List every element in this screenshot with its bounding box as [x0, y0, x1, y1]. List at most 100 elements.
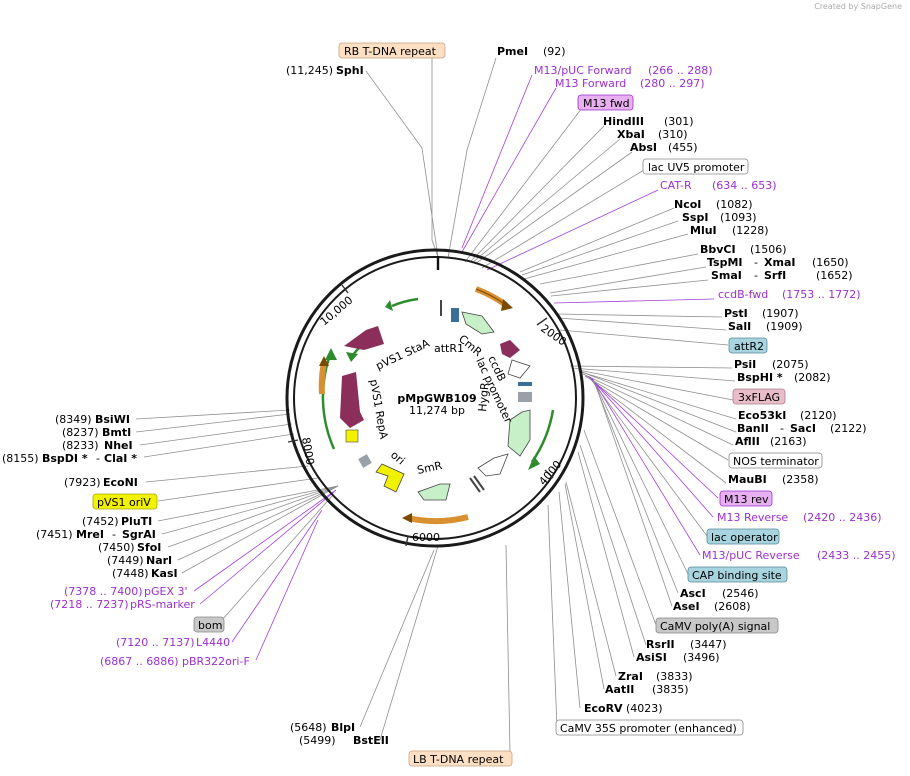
asei-label[interactable]: AseI: [673, 600, 700, 613]
bsiwi-label[interactable]: BsiWI: [95, 413, 130, 426]
smr-arrow: [417, 483, 451, 501]
pgex-label[interactable]: pGEX 3': [144, 585, 188, 598]
asisi-label[interactable]: AsiSI: [636, 651, 667, 664]
asci-label[interactable]: AscI: [680, 587, 706, 600]
pluti-label[interactable]: PluTI: [121, 515, 152, 528]
ccdb-arrow: [500, 340, 520, 358]
pvs1-oriv-label: pVS1 oriV: [97, 496, 151, 509]
xmai-label[interactable]: XmaI: [764, 256, 795, 269]
psii-label[interactable]: PsiI: [734, 358, 756, 371]
nhei-label[interactable]: NheI: [104, 439, 133, 452]
blpi-label[interactable]: BlpI: [331, 721, 355, 734]
bom-label-box[interactable]: [193, 616, 225, 633]
bsphi-label[interactable]: BspHI *: [737, 371, 783, 384]
saci-pos: (2122): [830, 422, 867, 435]
l4440-label[interactable]: L4440: [196, 636, 230, 649]
backbone: [285, 248, 585, 548]
bom-label: bom: [198, 619, 222, 632]
srfi-label[interactable]: SrfI: [764, 269, 786, 282]
catr-label[interactable]: CAT-R: [660, 179, 692, 192]
m13-fwd-box[interactable]: [577, 94, 634, 111]
attr2-label-box[interactable]: [728, 337, 768, 354]
m13rev-box[interactable]: [719, 490, 773, 507]
sfoi-label[interactable]: SfoI: [137, 541, 161, 554]
aflii-label[interactable]: AflII: [735, 435, 760, 448]
bspdi-label[interactable]: BspDI *: [42, 452, 88, 465]
aatii-label[interactable]: AatII: [605, 683, 634, 696]
m13reverse-pos: (2420 .. 2436): [803, 511, 882, 524]
sali-label[interactable]: SalI: [728, 320, 751, 333]
m13puc-fwd-label[interactable]: M13/pUC Forward: [534, 64, 632, 77]
zrai-label[interactable]: ZraI: [618, 670, 643, 683]
tick-label-8000: 8000: [299, 436, 317, 466]
prs-label[interactable]: pRS-marker: [130, 598, 195, 611]
maubi-pos: (2358): [782, 473, 819, 486]
lacop-box[interactable]: [706, 528, 780, 545]
bbvci-label[interactable]: BbvCI: [700, 243, 736, 256]
camvpolya-box[interactable]: [655, 617, 779, 634]
nos-box[interactable]: [728, 452, 823, 469]
lacuv5-box[interactable]: [642, 158, 749, 175]
lb-tdna-box[interactable]: [408, 750, 513, 767]
bmti-label[interactable]: BmtI: [102, 426, 131, 439]
pvs1-oriv-label-box[interactable]: [92, 493, 158, 510]
hindiii-label[interactable]: HindIII: [603, 115, 644, 128]
psti-label[interactable]: PstI: [724, 307, 748, 320]
inner-features: [340, 300, 532, 501]
ccdbfwd-pos: (1753 .. 1772): [782, 288, 861, 301]
clai-label[interactable]: ClaI *: [104, 452, 137, 465]
maubi-label[interactable]: MauBI: [728, 473, 767, 486]
saci-label[interactable]: SacI: [790, 422, 816, 435]
camv35s-box[interactable]: [555, 719, 744, 736]
catr-pos: (634 .. 653): [712, 179, 777, 192]
mlui-pos: (1228): [732, 224, 769, 237]
banii-label[interactable]: BanII: [737, 422, 769, 435]
pmei-label[interactable]: PmeI: [497, 45, 528, 58]
m13pucrev-label[interactable]: M13/pUC Reverse: [702, 549, 800, 562]
pvs1-repa-arrow: [340, 372, 364, 428]
bom-box: [358, 454, 372, 468]
label-pvs1-repa: pVS1 RepA: [367, 378, 390, 440]
smai-label[interactable]: SmaI: [711, 269, 742, 282]
kasi-label[interactable]: KasI: [151, 567, 178, 580]
svg-text:-: -: [96, 452, 100, 465]
outer-arrow-orange-3: [318, 361, 327, 395]
tspmi-label[interactable]: TspMI: [707, 256, 743, 269]
mrei-label[interactable]: MreI: [76, 528, 104, 541]
sphi-label[interactable]: SphI: [336, 64, 364, 77]
3xflag-box[interactable]: [732, 388, 786, 405]
plasmid-size: 11,274 bp: [409, 404, 465, 417]
attr2-label: attR2: [734, 340, 764, 353]
absi-label[interactable]: AbsI: [630, 141, 657, 154]
camv35s-label: CaMV 35S promoter (enhanced): [560, 722, 737, 735]
bmti-pos: (8237): [62, 426, 99, 439]
ecorv-label[interactable]: EcoRV: [584, 702, 623, 715]
cap-box[interactable]: [687, 566, 788, 583]
m13-forward-label[interactable]: M13 Forward: [555, 77, 626, 90]
pbr322-label[interactable]: pBR322ori-F: [182, 655, 250, 668]
pluti-pos: (7452): [82, 515, 119, 528]
xbai-label[interactable]: XbaI: [617, 128, 645, 141]
mrei-pos: (7451): [36, 528, 73, 541]
bsiwi-pos: (8349): [55, 413, 92, 426]
econi-label[interactable]: EcoNI: [103, 476, 138, 489]
lacop-label: lac operator: [711, 531, 778, 544]
label-hygr: HygR: [476, 381, 492, 412]
asisi-pos: (3496): [683, 651, 720, 664]
sgrai-label[interactable]: SgrAI: [122, 528, 156, 541]
ncoi-label[interactable]: NcoI: [674, 198, 701, 211]
bsteii-label[interactable]: BstEII: [353, 734, 389, 747]
sspi-label[interactable]: SspI: [682, 211, 708, 224]
ccdbfwd-label[interactable]: ccdB-fwd: [718, 288, 768, 301]
nari-label[interactable]: NarI: [146, 554, 172, 567]
aflii-pos: (2163): [770, 435, 807, 448]
rsrii-label[interactable]: RsrII: [646, 638, 675, 651]
eco53ki-label[interactable]: Eco53kI: [738, 409, 786, 422]
aatii-pos: (3835): [652, 683, 689, 696]
rb-tdna-box[interactable]: [338, 42, 446, 59]
m13reverse-label[interactable]: M13 Reverse: [717, 511, 788, 524]
outer-arrow-green-1: [530, 409, 555, 463]
mlui-label[interactable]: MluI: [690, 224, 717, 237]
svg-text:-: -: [754, 269, 758, 282]
